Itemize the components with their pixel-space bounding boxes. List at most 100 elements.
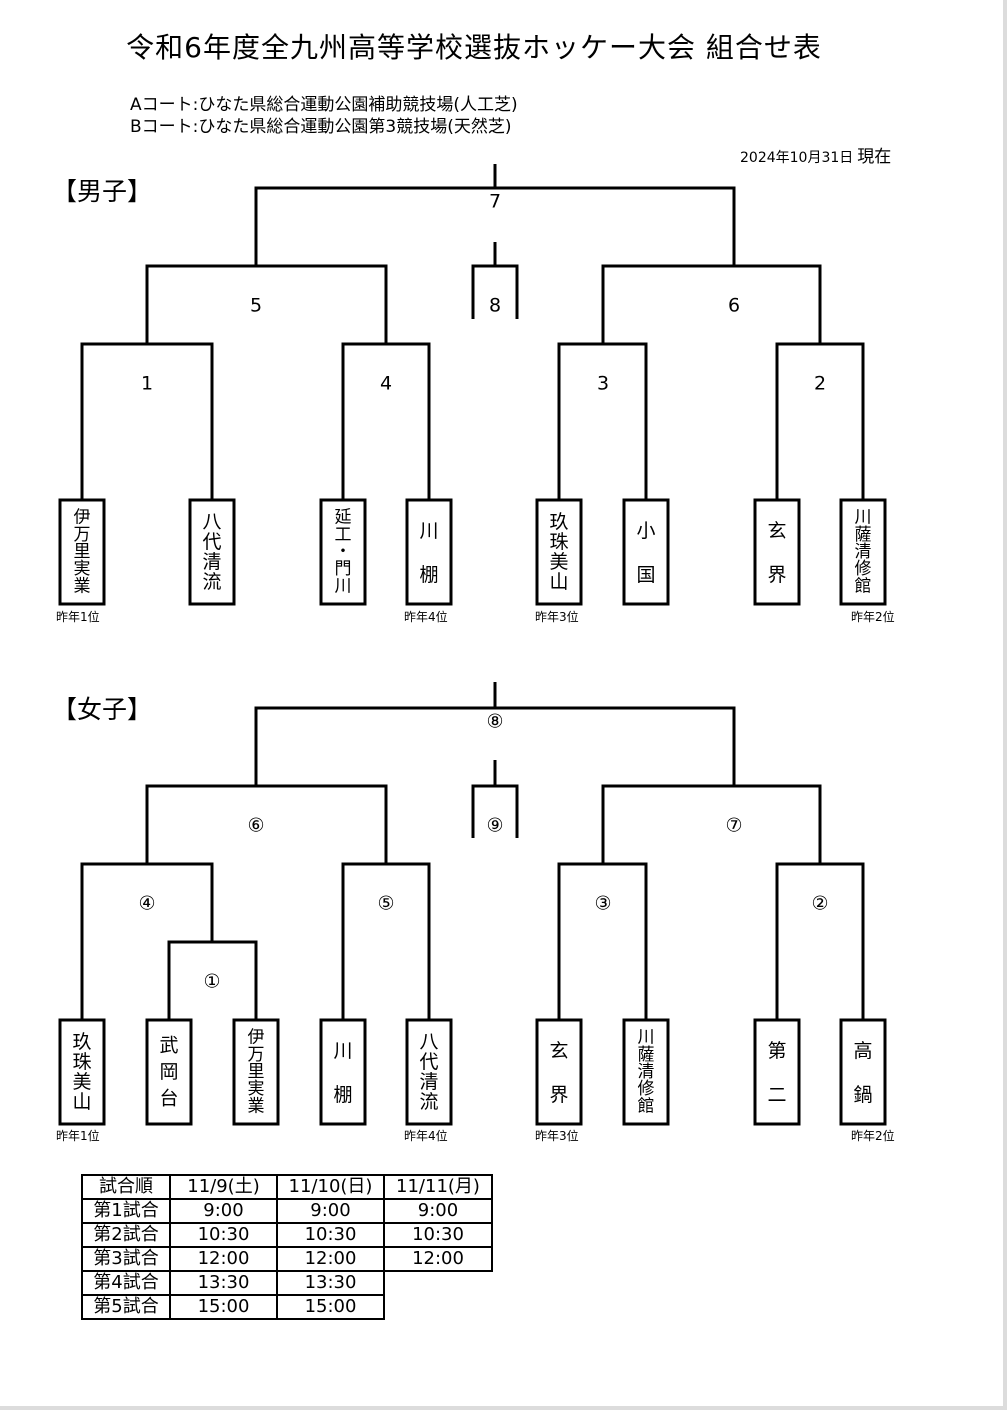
men-bracket: 7 8 5 6 1 4 3 2 伊万里実業 八代清流 延工・門川 川棚 玖珠美山… [58,164,887,606]
team-name-text: 川薩清修館 [855,508,872,597]
women-team-box [839,1018,887,1126]
women-match-5-line [341,862,431,1020]
men-section-label: 【男子】 [52,177,153,206]
men-match-third-place: 8 [489,295,501,317]
team-name-text: 玄界 [767,520,786,586]
women-team-name: 玖珠美山 [72,1031,91,1113]
schedule-cell: 第5試合 [81,1294,171,1320]
schedule-row: 第1試合 9:00 9:00 9:00 [81,1198,493,1224]
schedule-cell: 15:00 [169,1294,278,1320]
women-section-label: 【女子】 [52,695,153,724]
schedule-cell: 10:30 [276,1222,385,1248]
women-team-box [753,1018,801,1126]
page-title: 令和6年度全九州高等学校選抜ホッケー大会 組合せ表 [126,31,822,64]
schedule-row: 第2試合 10:30 10:30 10:30 [81,1222,493,1248]
schedule-header: 11/9(土) [169,1174,278,1200]
schedule-row: 第3試合 12:00 12:00 12:00 [81,1246,493,1272]
as-of-date-value: 2024年10月31日 [740,150,854,166]
women-team-name: 川棚 [333,1040,352,1106]
men-third-place-line [471,242,519,319]
schedule-cell: 第4試合 [81,1270,171,1296]
women-team-box [145,1018,193,1126]
women-last-year-2: 昨年2位 [851,1129,895,1143]
schedule-cell: 10:30 [169,1222,278,1248]
women-team-name: 玄界 [549,1040,568,1106]
men-match-3: 3 [597,373,609,395]
team-name-text: 玄界 [549,1040,568,1106]
women-match-semi-left: ⑥ [247,815,264,837]
women-match-1-line [167,940,258,1020]
women-match-4: ④ [138,893,155,915]
men-team-name: 伊万里実業 [74,508,91,597]
women-team-box [622,1018,670,1126]
men-match-semi-right: 6 [728,295,740,317]
women-third-place-line [471,760,519,838]
women-semi-left-line [145,784,388,864]
as-of-date: 2024年10月31日現在 [740,142,891,167]
page-edge-bottom [0,1406,1007,1410]
schedule-row: 第4試合 13:30 13:30 [81,1270,492,1296]
men-team-name: 川棚 [419,520,438,586]
schedule-cell: 10:30 [383,1222,493,1248]
schedule-cell: 第2試合 [81,1222,171,1248]
women-match-3: ③ [594,893,611,915]
men-match-semi-left: 5 [250,295,262,317]
men-team-box [188,498,236,606]
women-match-2-line [775,862,865,1020]
schedule-cell: 9:00 [276,1198,385,1224]
men-last-year-1: 昨年1位 [56,610,100,624]
schedule-cell: 9:00 [383,1198,493,1224]
team-name-text: 伊万里実業 [248,1028,265,1117]
women-match-2: ② [811,893,828,915]
women-team-name: 第二 [767,1040,786,1106]
women-last-year-1: 昨年1位 [56,1129,100,1143]
schedule-table: 試合順 11/9(土) 11/10(日) 11/11(月) 第1試合 9:00 … [81,1174,493,1320]
men-team-box [622,498,670,606]
women-bracket: ⑧ ⑨ ⑥ ⑦ ④ ① ⑤ ③ ② 玖珠美山 武岡台 伊万里実業 川棚 八代清流… [58,682,887,1126]
women-match-1: ① [203,971,220,993]
men-last-year-2: 昨年2位 [851,610,895,624]
women-team-box [405,1018,453,1126]
women-team-name: 八代清流 [419,1031,438,1113]
schedule-cell: 12:00 [169,1246,278,1272]
men-match-final: 7 [489,191,501,213]
team-name-text: 川薩清修館 [638,1028,655,1117]
women-team-name: 川薩清修館 [638,1028,655,1117]
schedule-cell: 13:30 [169,1270,278,1296]
women-match-4-line [80,862,214,1020]
men-match-2-line [775,342,865,500]
men-team-box [753,498,801,606]
women-team-name: 武岡台 [159,1034,178,1109]
team-name-text: 小国 [636,520,655,586]
schedule-cell: 9:00 [169,1198,278,1224]
page-edge-right [1003,0,1007,1410]
men-team-box [58,498,106,606]
men-team-box [319,498,367,606]
team-name-text: 川棚 [333,1040,352,1106]
men-match-1-line [80,342,214,500]
men-last-year-3: 昨年3位 [535,610,579,624]
court-a-info: Aコート:ひなた県総合運動公園補助競技場(人工芝) [130,95,518,115]
men-match-2: 2 [814,373,826,395]
men-semi-left-line [145,264,388,344]
men-match-1: 1 [141,373,153,395]
women-team-box [58,1018,106,1126]
schedule-row: 第5試合 15:00 15:00 [81,1294,492,1320]
team-name-text: 伊万里実業 [74,508,91,597]
schedule-header: 11/10(日) [276,1174,385,1200]
men-team-name: 小国 [636,520,655,586]
women-match-semi-right: ⑦ [725,815,742,837]
schedule-header-row: 試合順 11/9(土) 11/10(日) 11/11(月) [81,1174,493,1200]
men-team-name: 玖珠美山 [549,511,568,593]
women-semi-right-line [601,784,822,864]
men-semi-right-line [601,264,822,344]
women-last-year-4: 昨年4位 [404,1129,448,1143]
men-team-name: 川薩清修館 [855,508,872,597]
women-match-5: ⑤ [377,893,394,915]
men-final-line [254,164,736,266]
schedule-cell: 12:00 [383,1246,493,1272]
men-team-box [839,498,887,606]
schedule-cell: 13:30 [276,1270,385,1296]
team-name-text: 高鍋 [853,1040,872,1106]
schedule-header: 試合順 [81,1174,171,1200]
